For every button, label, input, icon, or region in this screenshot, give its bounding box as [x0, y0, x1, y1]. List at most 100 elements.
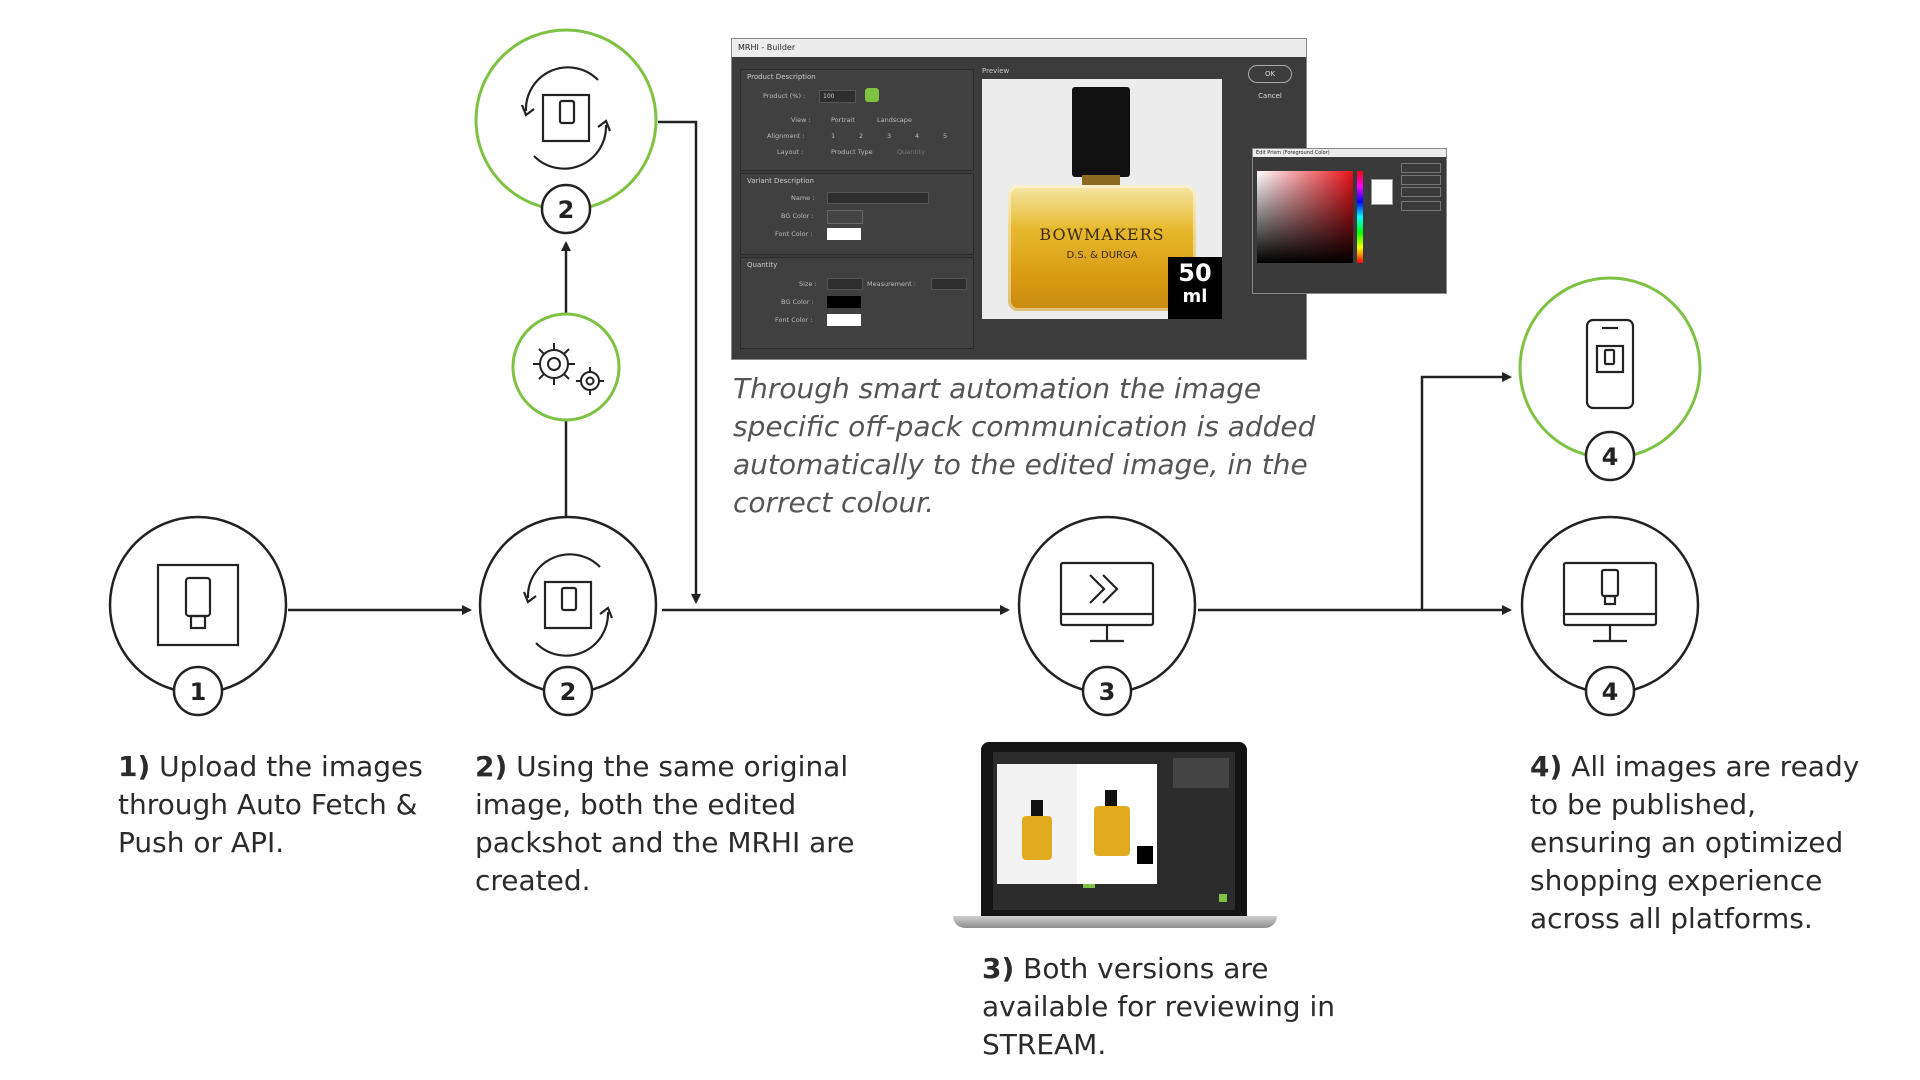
picker-libraries-button[interactable]: [1401, 201, 1441, 211]
step-number: 1: [190, 678, 207, 706]
stream-laptop: [953, 742, 1277, 930]
step-number-badge: [172, 665, 224, 717]
caption-text: Both versions are available for reviewin…: [982, 952, 1336, 1061]
step-4-top-node: 4: [1518, 276, 1702, 482]
size-input[interactable]: [827, 278, 863, 290]
caption-step-3: 3) Both versions are available for revie…: [982, 950, 1342, 1064]
measurement-input[interactable]: [931, 278, 967, 290]
preview-label: Preview: [982, 67, 1010, 75]
step-number: 4: [1602, 443, 1619, 471]
name-label: Name :: [791, 194, 815, 202]
panel-heading: Quantity: [747, 261, 778, 269]
monitor-forward-icon: [1059, 561, 1155, 643]
mini-bottle: [1094, 806, 1130, 856]
name-input[interactable]: [827, 192, 929, 204]
view-landscape-radio[interactable]: Landscape: [877, 116, 912, 124]
product-pct-select[interactable]: 100: [819, 90, 856, 103]
refresh-packshot-icon: [522, 553, 614, 657]
packshot-icon: [156, 563, 240, 647]
monitor-product-icon: [1562, 561, 1658, 643]
bg-color-label: BG Color :: [781, 298, 814, 306]
step-4-node: 4: [1520, 515, 1700, 717]
alignment-option[interactable]: 5: [943, 132, 948, 140]
alignment-option[interactable]: 1: [831, 132, 836, 140]
mobile-phone-icon: [1585, 318, 1635, 410]
panel-heading: Product Description: [747, 73, 816, 81]
bottle-glass: [1008, 185, 1196, 311]
caption-text: Upload the images through Auto Fetch & P…: [118, 750, 423, 859]
variant-description-panel: Variant Description Name : BG Color : Fo…: [740, 173, 974, 255]
font-color-swatch[interactable]: [827, 228, 861, 240]
font-color-label: Font Color :: [775, 230, 813, 238]
picker-title: Edit Prism (Foreground Color): [1253, 149, 1446, 157]
step-1-node: 1: [108, 515, 288, 717]
bottle-cap: [1072, 87, 1130, 177]
badge-unit: ml: [1182, 286, 1208, 307]
step-number: 2: [558, 196, 575, 224]
caption-text: Using the same original image, both the …: [475, 750, 855, 897]
cancel-button[interactable]: Cancel: [1258, 92, 1282, 100]
quantity-panel: Quantity Size : Measurement : BG Color :…: [740, 257, 974, 349]
step-number: 2: [560, 678, 577, 706]
arrow-branch-to-4top: [1420, 372, 1512, 610]
new-color-preview: [1371, 179, 1393, 205]
alignment-label: Alignment :: [767, 132, 805, 140]
caption-number: 2): [475, 750, 508, 783]
caption-step-1: 1) Upload the images through Auto Fetch …: [118, 748, 438, 862]
view-label: View :: [791, 116, 811, 124]
size-label: Size :: [799, 280, 817, 288]
ok-button[interactable]: OK: [1248, 65, 1292, 83]
bg-color-swatch[interactable]: [827, 210, 863, 224]
step-number-badge: [1584, 430, 1636, 482]
mrhi-builder-dialog: MRHI - Builder Product Description Produ…: [731, 38, 1307, 360]
alignment-option[interactable]: 3: [887, 132, 892, 140]
caption-step-4: 4) All images are ready to be published,…: [1530, 748, 1860, 938]
layout-product-type-checkbox[interactable]: Product Type: [831, 148, 873, 156]
caption-text: All images are ready to be published, en…: [1530, 750, 1860, 935]
approve-indicator: [1083, 884, 1095, 888]
view-portrait-radio[interactable]: Portrait: [831, 116, 855, 124]
saturation-value-field[interactable]: [1257, 171, 1353, 263]
preview-image: BOWMAKERS D.S. & DURGA 50 ml: [982, 79, 1222, 319]
mini-cap: [1105, 790, 1117, 806]
alignment-option[interactable]: 4: [915, 132, 920, 140]
picker-cancel-button[interactable]: [1401, 175, 1441, 185]
step-number: 3: [1099, 678, 1116, 706]
panel-heading: Variant Description: [747, 177, 814, 185]
bottle-label: BOWMAKERS D.S. & DURGA: [1022, 219, 1182, 279]
dialog-title: MRHI - Builder: [732, 39, 1306, 57]
caption-step-2: 2) Using the same original image, both t…: [475, 748, 855, 900]
caption-number: 1): [118, 750, 151, 783]
picker-swatches-button[interactable]: [1401, 187, 1441, 197]
layout-label: Layout :: [777, 148, 804, 156]
mini-badge: [1137, 846, 1153, 864]
refresh-button[interactable]: [865, 88, 879, 102]
step-number-badge: [540, 183, 592, 235]
original-image-pane: [997, 764, 1078, 884]
step-2-node: 2: [478, 515, 658, 717]
alignment-option[interactable]: 2: [859, 132, 864, 140]
measurement-label: Measurement :: [867, 280, 916, 288]
product-pct-label: Product (%) :: [763, 92, 806, 100]
color-picker-dialog: Edit Prism (Foreground Color): [1252, 148, 1447, 294]
hue-slider[interactable]: [1357, 171, 1363, 263]
product-description-panel: Product Description Product (%) : 100 Vi…: [740, 69, 974, 171]
connectors: [288, 120, 1512, 615]
automation-note: Through smart automation the image speci…: [733, 372, 1316, 519]
edited-image-pane: [1077, 764, 1157, 884]
status-indicator: [1219, 894, 1227, 902]
font-color-swatch[interactable]: [827, 314, 861, 326]
picker-ok-button[interactable]: [1401, 163, 1441, 173]
mini-bottle: [1022, 816, 1052, 860]
brand-text: BOWMAKERS: [1039, 225, 1165, 244]
bg-color-swatch[interactable]: [827, 296, 861, 308]
brand-sub-text: D.S. & DURGA: [1066, 250, 1138, 261]
step-number: 4: [1602, 678, 1619, 706]
layout-quantity-checkbox[interactable]: Quantity: [897, 148, 926, 156]
step-number-badge: [1584, 665, 1636, 717]
laptop-screen: [993, 752, 1235, 910]
bg-color-label: BG Color :: [781, 212, 814, 220]
step-number-badge: [1081, 665, 1133, 717]
automation-node: [511, 312, 621, 422]
